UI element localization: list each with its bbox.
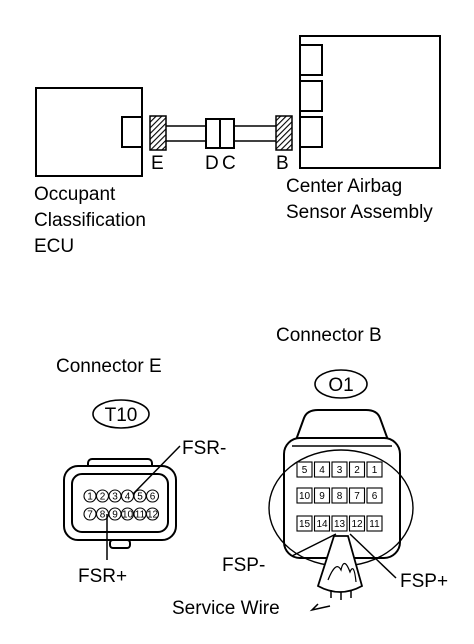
connector-e-pin-number: 5: [137, 492, 143, 503]
connector-b-pin-number: 8: [337, 491, 343, 502]
connector-b-pin-number: 1: [372, 465, 378, 476]
connector-b-code-badge: [314, 369, 368, 399]
connector-b-cell: [331, 487, 348, 504]
connector-b-pin-number: 10: [299, 491, 311, 502]
connector-b-pin-number: 12: [351, 519, 363, 530]
connector-b-cell: [296, 487, 313, 504]
connector-letter-b: B: [276, 153, 289, 174]
connector-b-cell: [366, 487, 383, 504]
connector-b-pin-number: 2: [354, 465, 360, 476]
connector-e-pin-number: 11: [135, 510, 146, 521]
connector-b-cell: [331, 461, 348, 478]
connector-e-pin-number: 12: [147, 510, 159, 521]
connector-b-cell: [313, 461, 331, 478]
connector-e-pin-number: 2: [100, 492, 106, 503]
ecu-label-line2: Classification: [34, 210, 146, 231]
connector-e-inner: [71, 473, 169, 533]
service-wire-label: Service Wire: [172, 598, 280, 619]
connector-b-cell: [366, 515, 383, 532]
fsr-minus-label: FSR-: [182, 438, 226, 459]
connector-b-pin-number: 9: [319, 491, 325, 502]
connector-b-pin-number: 5: [302, 465, 308, 476]
connector-b-cell: [348, 515, 366, 532]
connector-e-pin-number: 10: [122, 510, 134, 521]
sensor-label-line1: Center Airbag: [286, 176, 402, 197]
connector-b-cell: [296, 515, 313, 532]
connector-e-pin-number: 6: [150, 492, 156, 503]
fsr-plus-label: FSR+: [78, 566, 127, 587]
connector-e-key: [109, 539, 131, 549]
connector-e-title: Connector E: [56, 356, 162, 377]
connector-letter-d: D: [205, 153, 219, 174]
connector-b-pin-number: 4: [319, 465, 325, 476]
ecu-label-line3: ECU: [34, 236, 74, 257]
connector-e-code: T10: [105, 405, 138, 426]
connector-letter-c: C: [222, 153, 236, 174]
connector-b-code: O1: [328, 375, 353, 396]
connector-b-pin-number: 6: [372, 491, 378, 502]
connector-b-hatched: [275, 115, 293, 151]
connector-e-pin-number: 1: [87, 492, 93, 503]
connector-b-title: Connector B: [276, 325, 382, 346]
service-wire-strands: [327, 562, 357, 583]
connector-b-cell: [348, 461, 366, 478]
connector-e-hatched: [149, 115, 167, 151]
connector-b-cell: [313, 487, 331, 504]
connector-e-pin: [145, 507, 160, 521]
fsp-plus-label: FSP+: [400, 571, 448, 592]
connector-e-pin-number: 4: [125, 492, 131, 503]
sensor-port-1: [299, 44, 323, 76]
connector-b-pin-number: 13: [334, 519, 346, 530]
connector-b-row-3: 15 14 13 12 11: [296, 515, 383, 532]
ecu-label-line1: Occupant: [34, 184, 116, 205]
ecu-connector-port: [121, 116, 143, 148]
connector-letter-e: E: [151, 153, 164, 174]
connector-b-pin-number: 3: [337, 465, 343, 476]
connector-b-pin-number: 14: [316, 519, 328, 530]
sensor-label-line2: Sensor Assembly: [286, 202, 433, 223]
connector-e-pin-number: 3: [112, 492, 118, 503]
connector-b-cell: [366, 461, 383, 478]
connector-b-cell: [348, 487, 366, 504]
sensor-port-2: [299, 80, 323, 112]
fsp-minus-label: FSP-: [222, 555, 265, 576]
connector-d: [205, 118, 221, 149]
connector-e-pin-number: 8: [100, 510, 106, 521]
connector-b-top-latch: [294, 409, 390, 441]
connector-b-pin-number: 15: [299, 519, 311, 530]
connector-b-cell: [296, 461, 313, 478]
connector-c: [219, 118, 235, 149]
connector-e-pin-number: 9: [112, 510, 118, 521]
system-diagram: E D C B Occupant Classification ECU Cent…: [34, 35, 441, 257]
connector-e-code-badge: [92, 399, 150, 429]
connector-b-cell: [313, 515, 331, 532]
connector-e-pin-number: 7: [87, 510, 93, 521]
connector-b-pin-number: 7: [354, 491, 360, 502]
connector-e-pin: [145, 489, 160, 503]
center-airbag-sensor-assembly-box: [299, 35, 441, 169]
sensor-port-3: [299, 116, 323, 148]
connector-b-pin-number: 11: [369, 519, 380, 530]
connector-b-cell: [331, 515, 348, 532]
